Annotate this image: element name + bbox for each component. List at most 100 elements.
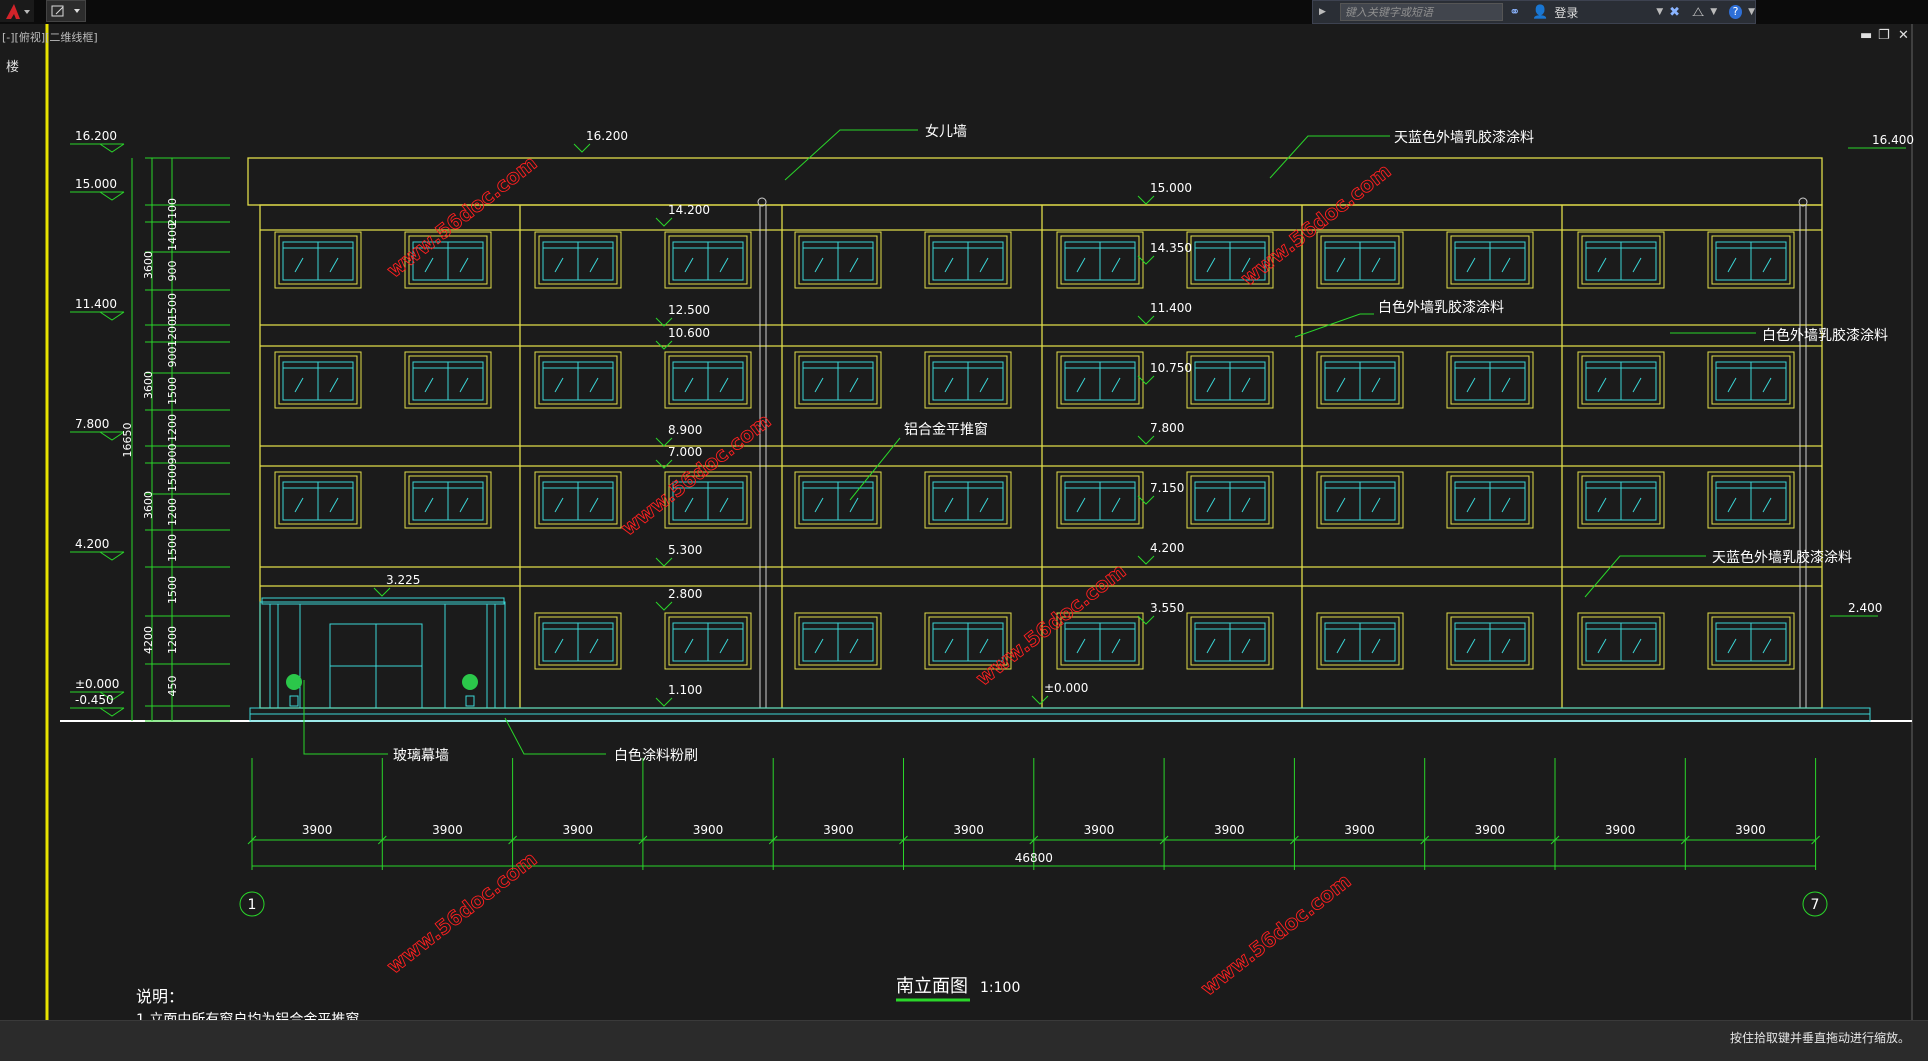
- level-text: 11.400: [75, 297, 117, 311]
- user-icon: 👤: [1532, 4, 1549, 20]
- window: [664, 351, 752, 409]
- bay-dim-text: 3900: [693, 823, 724, 837]
- vert-dim-text: 1500: [166, 293, 179, 321]
- restore-icon[interactable]: ❐: [1878, 28, 1890, 43]
- window: [404, 231, 492, 289]
- chevron-down-icon[interactable]: ▼: [1710, 7, 1718, 17]
- level-text: 10.750: [1150, 361, 1192, 375]
- title-bar: ▶ 键入关键字或短语 ⚭ 👤 登录 ▼ ✖ ⧍ ▼ ? ▼: [0, 0, 1928, 24]
- window: [1446, 471, 1534, 529]
- window: [924, 471, 1012, 529]
- window: [1707, 612, 1795, 670]
- login-button[interactable]: 登录: [1554, 5, 1579, 20]
- watermark-text: www.56doc.com: [1196, 869, 1355, 1001]
- autocad-logo-icon: [6, 4, 30, 19]
- vert-dim-text: 2100: [166, 198, 179, 226]
- bay-dim-text: 3900: [953, 823, 984, 837]
- window: [1577, 471, 1665, 529]
- window: [794, 351, 882, 409]
- vert-dim-text: 1200: [166, 626, 179, 654]
- viewport-controls-label[interactable]: [-][俯视][二维线框]: [2, 31, 98, 44]
- window: [1186, 231, 1274, 289]
- vert-dim-major-text: 3600: [142, 491, 155, 519]
- window: [1577, 231, 1665, 289]
- close-icon[interactable]: ✕: [1898, 28, 1909, 43]
- level-text: 7.150: [1150, 481, 1184, 495]
- axis-label-start: 1: [248, 897, 257, 913]
- glass-curtain-entrance: [259, 597, 506, 709]
- dimensions: [70, 129, 1906, 1002]
- expand-arrow-icon[interactable]: ▶: [1319, 7, 1326, 17]
- window: [1186, 351, 1274, 409]
- window: [534, 231, 622, 289]
- window: [1707, 351, 1795, 409]
- exchange-icon[interactable]: ✖: [1669, 4, 1681, 20]
- level-text: 16.400: [1872, 133, 1914, 147]
- window: [924, 612, 1012, 670]
- material-label: 天蓝色外墙乳胶漆涂料: [1394, 129, 1534, 146]
- window: [1186, 612, 1274, 670]
- level-text: ±0.000: [1044, 681, 1088, 695]
- window: [274, 231, 362, 289]
- material-label: 女儿墙: [925, 123, 967, 140]
- bay-dim-text: 3900: [823, 823, 854, 837]
- vert-dim-text: 1400: [166, 223, 179, 251]
- material-label: 天蓝色外墙乳胶漆涂料: [1712, 549, 1852, 566]
- window: [1577, 612, 1665, 670]
- vert-dim-text: 1500: [166, 576, 179, 604]
- window: [1316, 351, 1404, 409]
- vert-dim-major-text: 4200: [142, 626, 155, 654]
- search-input[interactable]: 键入关键字或短语: [1339, 3, 1504, 21]
- level-text: 12.500: [668, 303, 710, 317]
- level-text: 4.200: [75, 537, 109, 551]
- window: [404, 351, 492, 409]
- bay-dim-text: 3900: [1214, 823, 1245, 837]
- window: [1316, 471, 1404, 529]
- autodesk-a360-icon[interactable]: ⧍: [1692, 4, 1705, 20]
- window: [664, 231, 752, 289]
- level-text: 1.100: [668, 683, 702, 697]
- window: [1707, 471, 1795, 529]
- level-text: 2.800: [668, 587, 702, 601]
- left-tab[interactable]: 楼: [6, 60, 20, 75]
- vert-dim-text: 1500: [166, 534, 179, 562]
- help-icon[interactable]: ?: [1729, 5, 1743, 19]
- vert-dim-major-text: 3600: [142, 251, 155, 279]
- bay-dim-text: 3900: [1735, 823, 1766, 837]
- level-text: 7.000: [668, 445, 702, 459]
- quick-access-toolbar[interactable]: [46, 0, 86, 22]
- chevron-down-icon[interactable]: ▼: [1656, 7, 1664, 17]
- level-text: 15.000: [75, 177, 117, 191]
- level-text: 7.800: [75, 417, 109, 431]
- watermark-text: www.56doc.com: [382, 151, 541, 283]
- level-text: 2.400: [1848, 601, 1882, 615]
- edit-icon: [51, 5, 80, 17]
- window: [924, 351, 1012, 409]
- vert-dim-text: 900: [166, 347, 179, 368]
- binoculars-icon[interactable]: ⚭: [1509, 4, 1521, 20]
- vert-dim-text: 1500: [166, 377, 179, 405]
- plinth: [249, 707, 1871, 722]
- window: [1446, 351, 1534, 409]
- info-center-toolbar: ▶ 键入关键字或短语 ⚭ 👤 登录 ▼ ✖ ⧍ ▼ ? ▼: [1312, 0, 1756, 24]
- minimize-icon[interactable]: ▬: [1860, 28, 1873, 43]
- window: [924, 231, 1012, 289]
- bay-dim-text: 3900: [1344, 823, 1375, 837]
- window: [404, 471, 492, 529]
- window: [1707, 231, 1795, 289]
- chevron-down-icon[interactable]: ▼: [1748, 7, 1755, 17]
- level-text: 5.300: [668, 543, 702, 557]
- axis-label-end: 7: [1811, 897, 1820, 913]
- vert-dim-text: 1200: [166, 319, 179, 347]
- notes-line: 1.立面中所有窗户均为铝合金平推窗: [136, 1011, 359, 1020]
- level-text: 15.000: [1150, 181, 1192, 195]
- bay-dim-text: 3900: [1084, 823, 1115, 837]
- vert-dim-text: 1200: [166, 414, 179, 442]
- level-text: 16.200: [75, 129, 117, 143]
- app-menu-button[interactable]: [0, 0, 34, 22]
- level-text: 10.600: [668, 326, 710, 340]
- vert-dim-text: 900: [166, 261, 179, 282]
- status-hint: 按住拾取键并垂直拖动进行缩放。: [1729, 1031, 1910, 1045]
